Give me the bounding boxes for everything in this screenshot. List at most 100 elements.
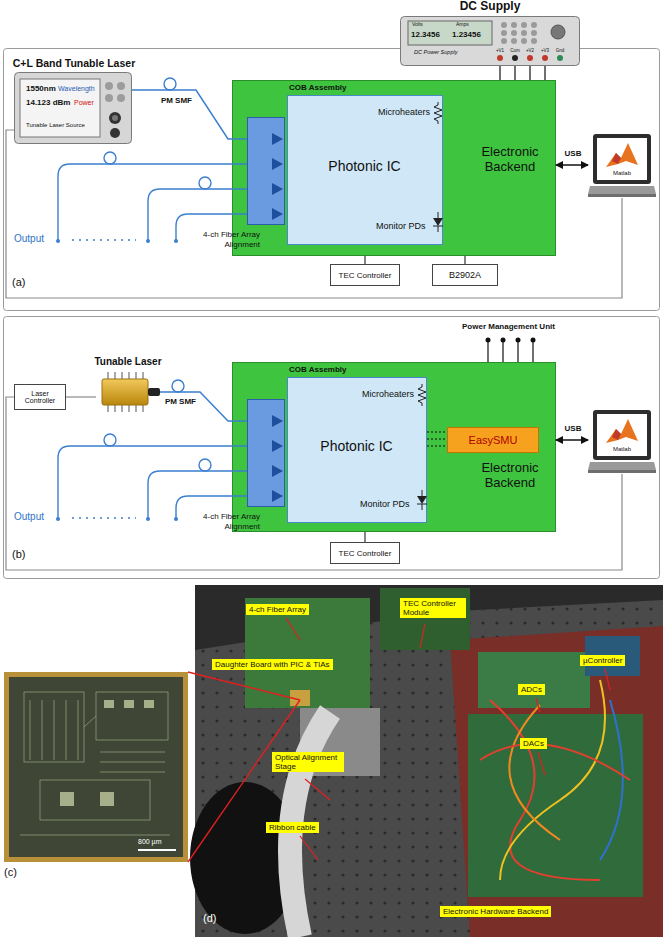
callout-text: DACs <box>523 739 544 748</box>
callout-label: Optical Alignment Stage <box>272 752 344 772</box>
laptop: Matlab <box>588 132 656 198</box>
callout-text: TEC Controller Module <box>403 599 463 617</box>
controller-box: Laser Controller <box>14 384 66 410</box>
box-label: B2902A <box>433 270 497 280</box>
callout-label: Ribbon cable <box>266 822 319 833</box>
panel-label: (b) <box>12 548 25 561</box>
component-label: Monitor PDs <box>376 221 426 231</box>
connector-label: PM SMF <box>152 397 196 406</box>
power-supply: DC SupplyVoltsAmps12.34561.23456DC Power… <box>400 16 580 66</box>
unit-label: Power Management Unit <box>462 322 555 331</box>
connector <box>544 66 545 80</box>
callout-text: Optical Alignment Stage <box>275 753 341 771</box>
box-label: TEC Controller <box>331 549 399 558</box>
callout-text: Ribbon cable <box>269 823 316 832</box>
display-label: Volts <box>412 22 423 28</box>
connector <box>364 532 365 542</box>
component-label: Monitor PDs <box>360 499 410 509</box>
callout-label: Electronic Hardware Backend <box>440 906 551 917</box>
fiber-ends <box>56 239 178 521</box>
connector <box>427 439 447 440</box>
connector-label: USB <box>557 424 589 433</box>
cob-assembly: COB AssemblyElectronic Backend Photonic I… <box>232 362 556 532</box>
smu-box: EasySMU <box>447 427 539 453</box>
output-label: Output <box>14 511 44 523</box>
box-title: COB Assembly <box>289 83 347 92</box>
leader-lines <box>286 618 610 860</box>
component-label: Microheaters <box>362 389 414 399</box>
connector <box>529 66 530 80</box>
instrument-box: TEC Controller <box>330 264 400 286</box>
block-label: Electronic Backend <box>467 461 553 491</box>
connector <box>6 130 622 298</box>
laptop-icon <box>588 408 656 474</box>
butterfly-laser-module <box>96 372 160 412</box>
display-value: 1550nm <box>26 84 56 93</box>
instrument-name: DC Power Supply <box>414 49 457 55</box>
instrument-box: TEC Controller <box>330 542 400 564</box>
connector <box>6 397 622 570</box>
fiber-array: 4-ch Fiber Array Alignment <box>247 399 285 507</box>
connector <box>514 66 515 80</box>
connector <box>464 256 465 264</box>
box-label: EasySMU <box>448 434 538 447</box>
laptop: Matlab <box>588 408 656 474</box>
tunable-laser-instrument: C+L Band Tunable Laser1550nmWavelength14… <box>14 72 132 144</box>
fiber-array: 4-ch Fiber Array Alignment <box>247 117 285 225</box>
component-label: Microheaters <box>378 107 430 117</box>
display-value: 12.3456 <box>411 30 440 39</box>
panel-frame <box>4 317 660 579</box>
panel-label: (a) <box>12 276 25 289</box>
connector-label: PM SMF <box>148 96 192 105</box>
connector <box>427 432 447 433</box>
callout-text: Daughter Board with PIC & TIAs <box>215 660 330 669</box>
connector <box>556 164 588 166</box>
callout-text: 4-ch Fiber Array <box>249 605 306 614</box>
instrument-title: DC Supply <box>400 0 580 14</box>
connector <box>427 446 447 447</box>
callout-label: TEC Controller Module <box>400 598 466 618</box>
display-value: 14.123 dBm <box>26 98 70 107</box>
connector <box>364 256 365 264</box>
callout-label: µController <box>580 655 625 666</box>
display-label: Amps <box>456 22 469 28</box>
output-label: Output <box>14 233 44 245</box>
power-terminals <box>486 338 536 343</box>
callout-label: Daughter Board with PIC & TIAs <box>212 659 333 670</box>
fiber-array-ports <box>248 400 284 506</box>
display-value: 1.23456 <box>452 30 481 39</box>
terminal-label: +V3 <box>538 48 552 53</box>
callout-text: Electronic Hardware Backend <box>443 907 548 916</box>
callout-text: ADCs <box>521 685 542 694</box>
laser-instrument-body <box>14 72 132 144</box>
callout-label: 4-ch Fiber Array <box>246 604 309 615</box>
fiber-array-ports <box>248 118 284 224</box>
box-title: COB Assembly <box>289 365 347 374</box>
photonic-ic: Photonic ICMicroheatersMonitor PDs <box>287 95 443 245</box>
laser-module: Tunable Laser <box>96 372 160 412</box>
block-label: Electronic Backend <box>467 145 553 175</box>
callout-label: DACs <box>520 738 547 749</box>
laptop-icon <box>588 132 656 198</box>
terminal-label: Com <box>508 48 522 53</box>
terminal-label: +V2 <box>523 48 537 53</box>
power-supply-body <box>400 16 580 66</box>
block-label: Photonic IC <box>288 438 425 454</box>
terminal-label: Gnd <box>553 48 567 53</box>
connector <box>499 66 500 80</box>
power-wires <box>488 340 533 362</box>
panel-label: (d) <box>203 912 216 925</box>
component-label: 4-ch Fiber Array Alignment <box>190 230 260 249</box>
panel-frame <box>4 49 660 311</box>
callout-text: µController <box>583 656 622 665</box>
panel-label: (c) <box>4 866 17 879</box>
terminal-label: +V1 <box>493 48 507 53</box>
connector-label: USB <box>557 149 589 158</box>
connector <box>160 392 247 421</box>
cob-assembly: COB AssemblyElectronic BackendPhotonic I… <box>232 80 556 256</box>
software-label: Matlab <box>588 170 656 177</box>
instrument-title: Tunable Laser <box>76 356 180 368</box>
